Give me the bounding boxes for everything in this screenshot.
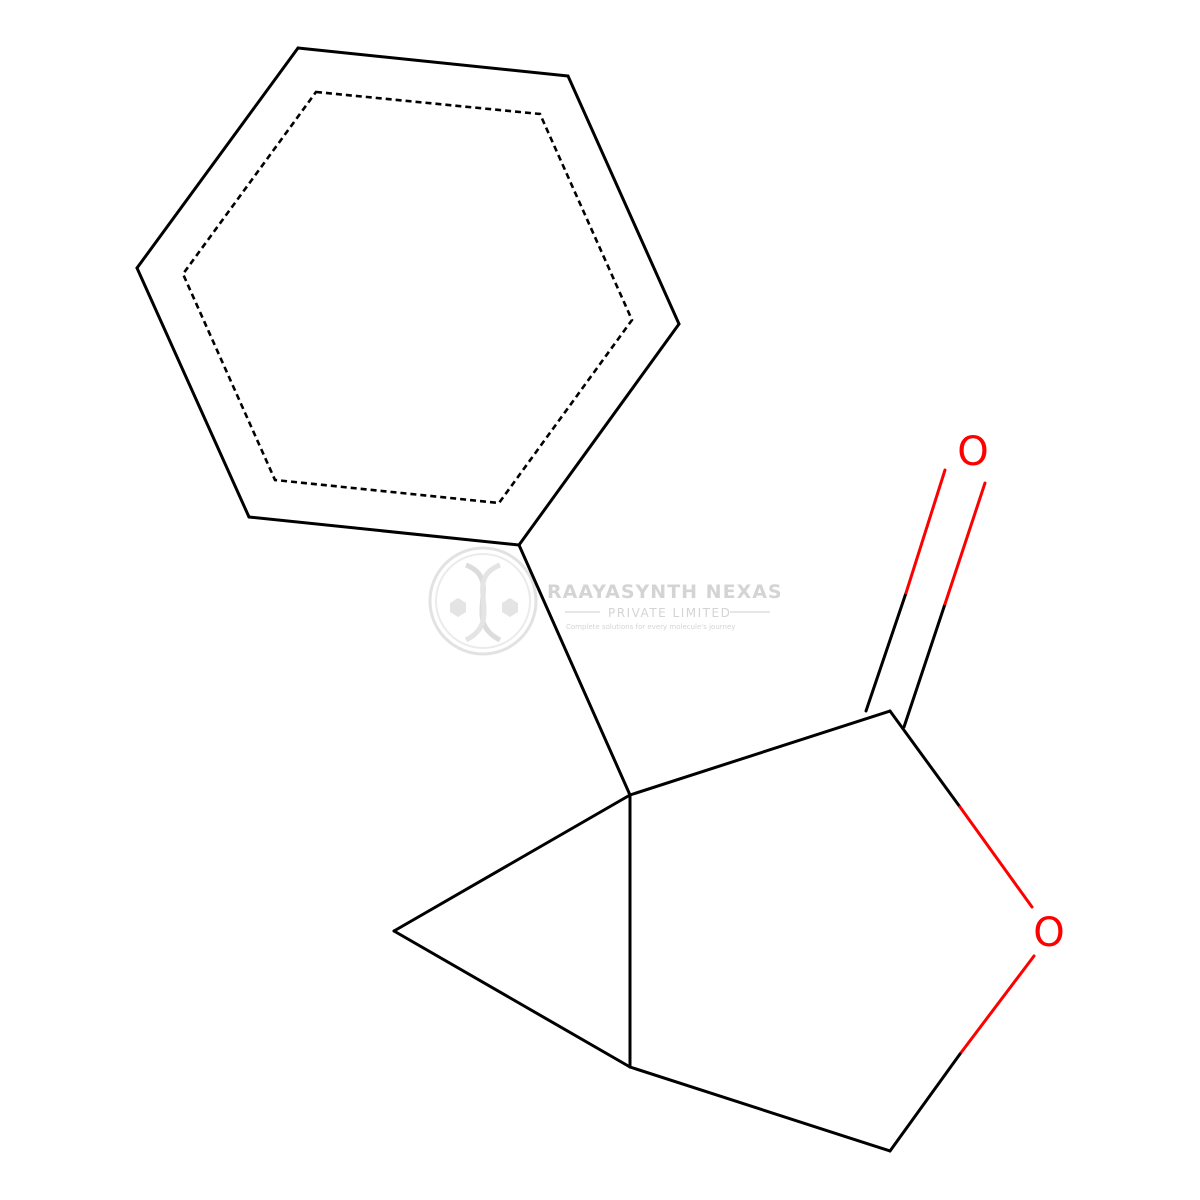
watermark: RAAYASYNTH NEXAS PRIVATE LIMITED Complet… bbox=[428, 546, 783, 656]
watermark-tagline: Complete solutions for every molecule's … bbox=[566, 623, 735, 631]
dna-helix-logo bbox=[428, 546, 538, 656]
bond-c6-c1 bbox=[135, 46, 300, 270]
bond-o-ch2-black bbox=[888, 1052, 962, 1153]
bond-c4-c5 bbox=[247, 515, 521, 547]
bond-carbonyl-o-red bbox=[958, 805, 1034, 909]
bond-c2-c3 bbox=[566, 74, 681, 326]
carbonyl-bond-2-red bbox=[943, 481, 987, 606]
bond-o-ch2-red bbox=[958, 954, 1036, 1056]
bond-ch2-c5 bbox=[628, 1065, 892, 1153]
carbonyl-bond-2-black bbox=[902, 602, 947, 729]
watermark-subtitle: PRIVATE LIMITED bbox=[608, 606, 731, 620]
bond-carbonyl-o-black bbox=[888, 709, 962, 809]
aromatic-inner-ring bbox=[181, 90, 634, 505]
watermark-company: RAAYASYNTH NEXAS bbox=[547, 581, 783, 603]
bond-cp-c5 bbox=[392, 929, 632, 1069]
bond-c1-carbonyl bbox=[628, 709, 892, 797]
ring-oxygen-label: O bbox=[1033, 910, 1064, 956]
carbonyl-double-bond bbox=[864, 468, 987, 729]
bond-c1-c2 bbox=[296, 46, 570, 78]
cyclopropane-ring bbox=[392, 793, 632, 1069]
bond-phenyl-c1 bbox=[517, 543, 632, 797]
carbonyl-oxygen-label: O bbox=[957, 429, 988, 475]
carbonyl-bond-1-red bbox=[904, 468, 947, 595]
benzene-ring bbox=[135, 46, 681, 547]
bond-c5-c6 bbox=[135, 266, 251, 519]
bond-c3-c4 bbox=[517, 322, 681, 547]
lactone-ring bbox=[628, 709, 1036, 1153]
bond-c1-cp bbox=[392, 793, 632, 933]
carbonyl-bond-1-black bbox=[864, 591, 908, 713]
